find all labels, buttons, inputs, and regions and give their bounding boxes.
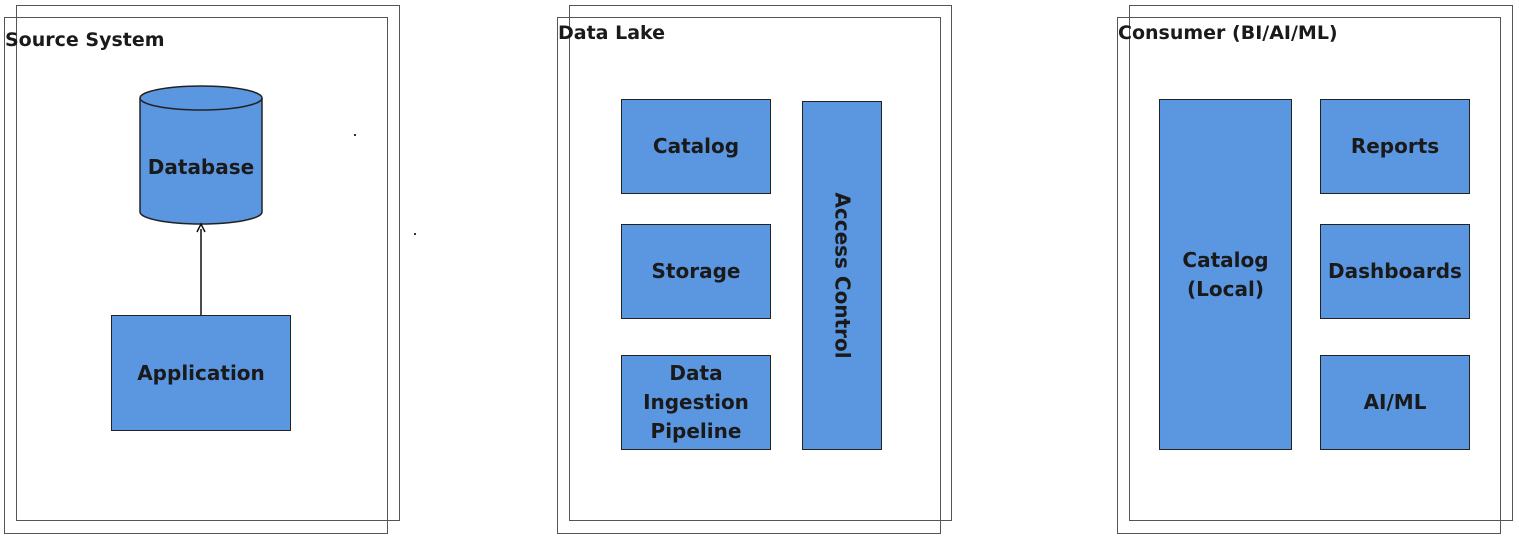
access-control-label: Access Control	[830, 192, 855, 359]
aiml-box[interactable]: AI/ML	[1320, 355, 1470, 450]
reports-label: Reports	[1350, 134, 1440, 158]
catalog-box[interactable]: Catalog	[621, 99, 771, 194]
data-lake-frame-front	[557, 17, 941, 534]
database-cylinder-top	[139, 85, 263, 111]
app-to-db-arrow-head	[196, 222, 206, 233]
dashboards-label: Dashboards	[1328, 259, 1462, 283]
data-ingestion-pipeline-label: Data Ingestion Pipeline	[643, 361, 749, 443]
data-ingestion-pipeline-box[interactable]: Data Ingestion Pipeline	[621, 355, 771, 450]
application-label: Application	[137, 360, 265, 385]
source-system-frame-back	[16, 5, 400, 521]
local-catalog-label: Catalog (Local)	[1182, 247, 1269, 301]
reports-box[interactable]: Reports	[1320, 99, 1470, 194]
data-lake-frame-back	[569, 5, 952, 521]
aiml-label: AI/ML	[1363, 390, 1427, 414]
consumer-frame-back	[1129, 5, 1513, 521]
local-catalog-box[interactable]: Catalog (Local)	[1159, 99, 1292, 450]
database-label: Database	[147, 155, 255, 179]
storage-label: Storage	[651, 259, 741, 283]
consumer-title: Consumer (BI/AI/ML)	[1118, 22, 1338, 44]
storage-box[interactable]: Storage	[621, 224, 771, 319]
access-control-box[interactable]: Access Control	[802, 101, 882, 450]
stray-dot	[414, 233, 416, 235]
data-lake-title: Data Lake	[558, 22, 666, 44]
catalog-label: Catalog	[652, 134, 740, 158]
stray-dot	[354, 134, 356, 136]
database-cylinder[interactable]	[139, 85, 263, 225]
application-box[interactable]: Application	[111, 315, 291, 431]
source-system-title: Source System	[5, 29, 165, 51]
source-system-frame-front	[4, 17, 388, 534]
consumer-frame-front	[1117, 17, 1501, 534]
dashboards-box[interactable]: Dashboards	[1320, 224, 1470, 319]
